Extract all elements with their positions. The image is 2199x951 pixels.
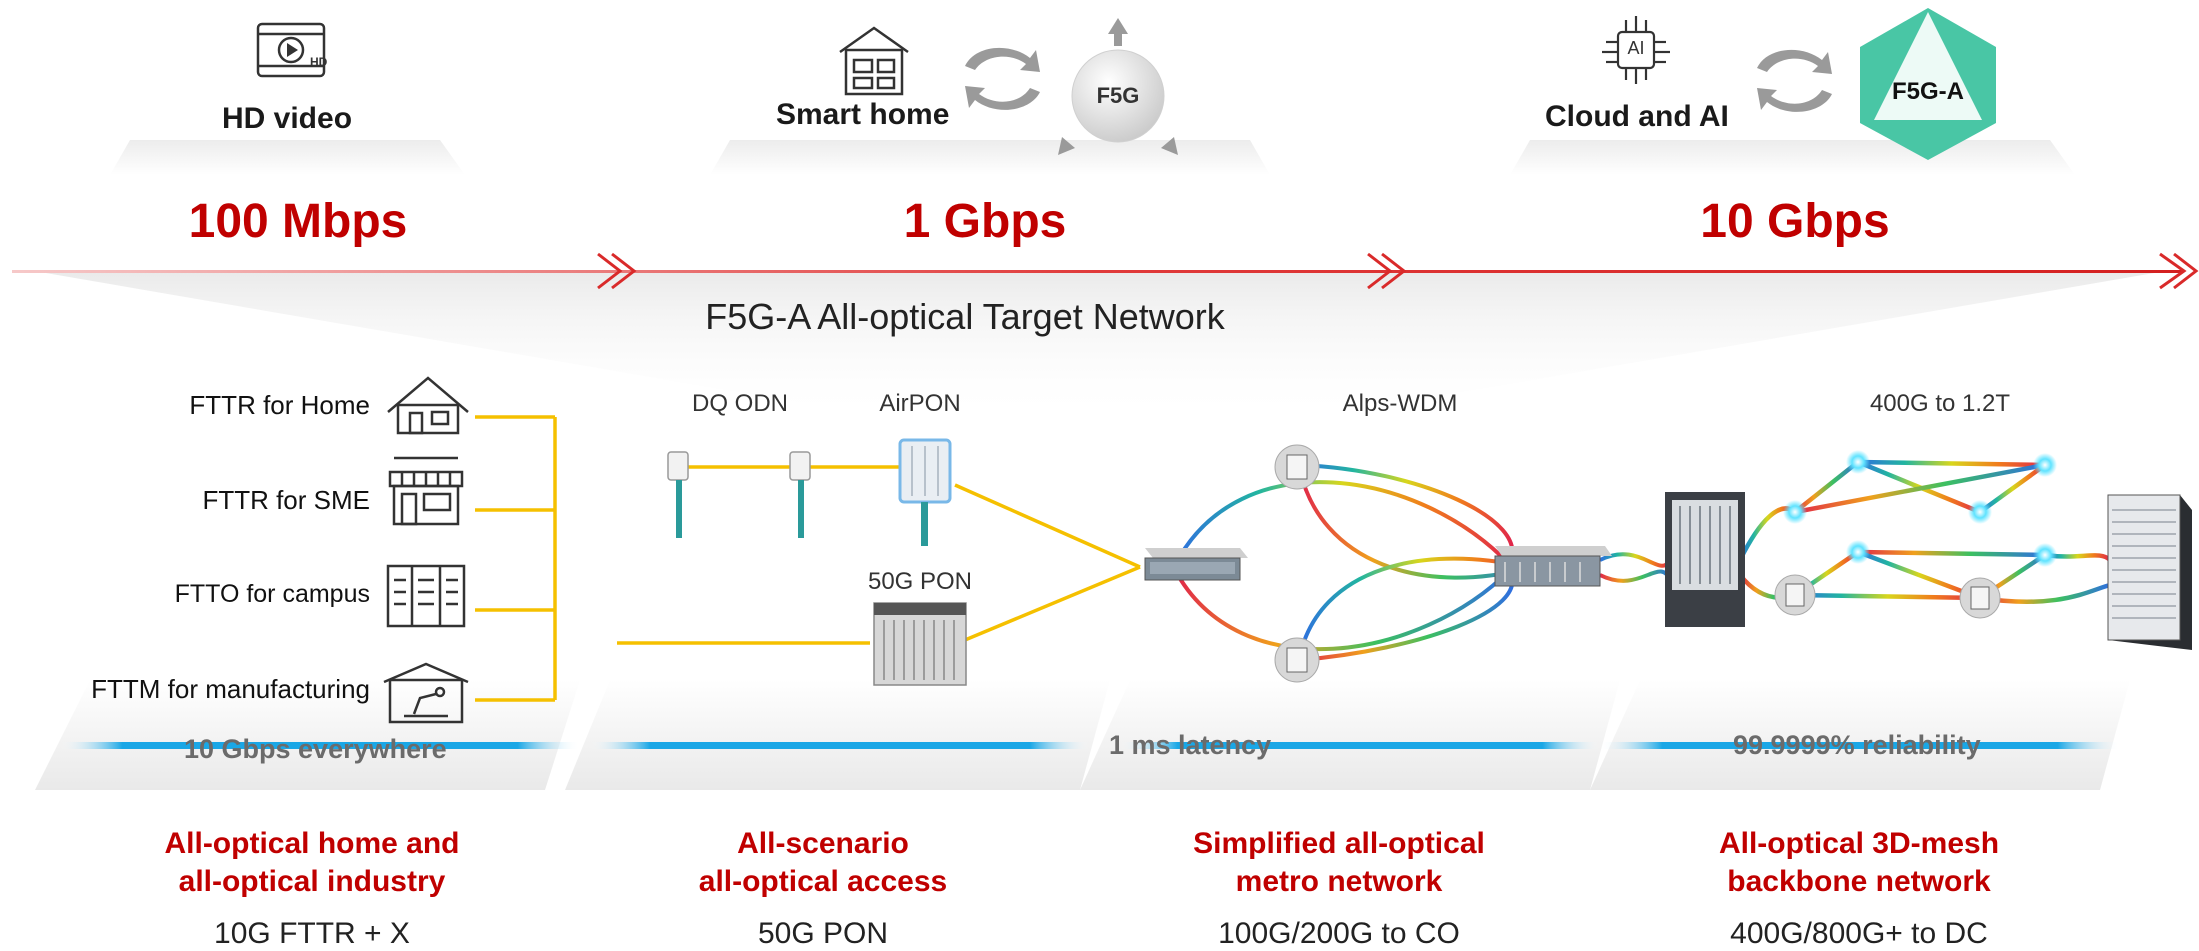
footer-sub-backbone: 400G/800G+ to DC [1730, 917, 1988, 950]
ai-chip-label: AI [1627, 38, 1645, 58]
hd-video-icon [256, 22, 326, 78]
smart-home-icon [839, 26, 909, 96]
footer-title-metro-line2: metro network [1235, 865, 1443, 898]
footer-title-metro: Simplified all-optical metro network [1099, 825, 1579, 901]
odn-splitter-device-2 [789, 451, 811, 538]
use-case-fttm-manufacturing: FTTM for manufacturing [91, 674, 370, 704]
home-links [475, 415, 557, 702]
footer-title-backbone-line2: backbone network [1727, 865, 1991, 898]
platform-hd [110, 140, 465, 175]
label-airpon: AirPON [879, 390, 961, 417]
stage-label-smart-home: Smart home [776, 98, 950, 131]
footer-title-access: All-scenario all-optical access [583, 825, 1063, 901]
band-line-2a [590, 742, 1090, 749]
pon-olt-chassis [873, 602, 967, 686]
footer-title-access-line2: all-optical access [698, 865, 948, 898]
backbone-oxc-2 [1959, 577, 2001, 619]
backbone-nodes [1783, 450, 2057, 567]
band-label-everywhere: 10 Gbps everywhere [184, 734, 447, 764]
platform-backbone [1590, 680, 2130, 790]
factory-robot-icon [383, 662, 469, 724]
data-center-rack [2107, 494, 2192, 650]
band-label-reliability: 99.9999% reliability [1733, 730, 1981, 760]
speed-100mbps: 100 Mbps [188, 195, 408, 248]
platform-metro [1080, 680, 1620, 790]
oxc-node-bottom [1274, 637, 1320, 683]
footer-sub-home: 10G FTTR + X [214, 917, 410, 950]
fan-shadow [40, 272, 2160, 420]
network-title: F5G-A All-optical Target Network [705, 296, 1225, 337]
ai-chip-icon [1602, 16, 1670, 84]
footer-title-access-line1: All-scenario [737, 827, 909, 860]
backbone-oxc-1 [1774, 574, 1816, 616]
band-line-3 [1600, 742, 2120, 749]
footer-title-home-line2: all-optical industry [178, 865, 446, 898]
footer-title-backbone: All-optical 3D-mesh backbone network [1619, 825, 2099, 901]
label-dq-odn: DQ ODN [692, 390, 788, 417]
shop-icon [388, 456, 464, 526]
odn-splitter-device-1 [667, 451, 689, 538]
airpon-device [898, 438, 952, 546]
label-backbone-rate: 400G to 1.2T [1869, 390, 2011, 417]
footer-sub-metro: 100G/200G to CO [1218, 917, 1460, 950]
footer-title-home-line1: All-optical home and [164, 827, 460, 860]
metro-rings [1173, 463, 1541, 662]
band-line-2b [1120, 742, 1600, 749]
use-case-fttr-sme: FTTR for SME [202, 485, 370, 515]
footer-title-metro-line1: Simplified all-optical [1193, 827, 1485, 860]
f5g-badge: F5G [1096, 83, 1140, 108]
office-building-icon [386, 564, 466, 628]
band-line-1 [60, 742, 580, 749]
platform-home [35, 680, 580, 790]
metro-router-right [1494, 546, 1612, 587]
label-50g-pon: 50G PON [867, 568, 973, 595]
f5g-a-badge: F5G-A [1892, 78, 1964, 105]
svg-text:HD: HD [310, 55, 328, 69]
footer-title-backbone-line1: All-optical 3D-mesh [1718, 827, 2000, 860]
timeline-arrow [12, 270, 2182, 273]
stage-label-cloud-ai: Cloud and AI [1545, 100, 1729, 133]
speed-10gbps: 10 Gbps [1700, 195, 1890, 248]
f5g-a-hexagon-icon [1860, 8, 1996, 160]
platform-access [565, 680, 1110, 790]
platform-smart-home [710, 140, 1270, 175]
use-case-fttr-home: FTTR for Home [189, 390, 370, 420]
house-icon [387, 376, 469, 435]
exchange-arrows-icon-2 [1757, 49, 1832, 112]
label-alps-wdm: Alps-WDM [1342, 390, 1458, 417]
footer-sub-access: 50G PON [757, 917, 889, 950]
speed-1gbps: 1 Gbps [903, 195, 1067, 248]
use-case-ftto-campus: FTTO for campus [174, 580, 370, 608]
stage-label-hd-video: HD video [222, 102, 353, 135]
exchange-arrows-icon [965, 47, 1040, 110]
metro-router-left [1144, 548, 1248, 581]
arrow-chevrons [597, 252, 2199, 290]
footer-title-home: All-optical home and all-optical industr… [72, 825, 552, 901]
backbone-mesh [1737, 459, 2112, 604]
band-label-latency: 1 ms latency [1109, 730, 1272, 760]
backbone-router-left [1665, 492, 1745, 627]
oxc-node-top [1274, 444, 1320, 490]
f5g-sphere-icon [1058, 18, 1178, 155]
access-links [617, 465, 1141, 645]
